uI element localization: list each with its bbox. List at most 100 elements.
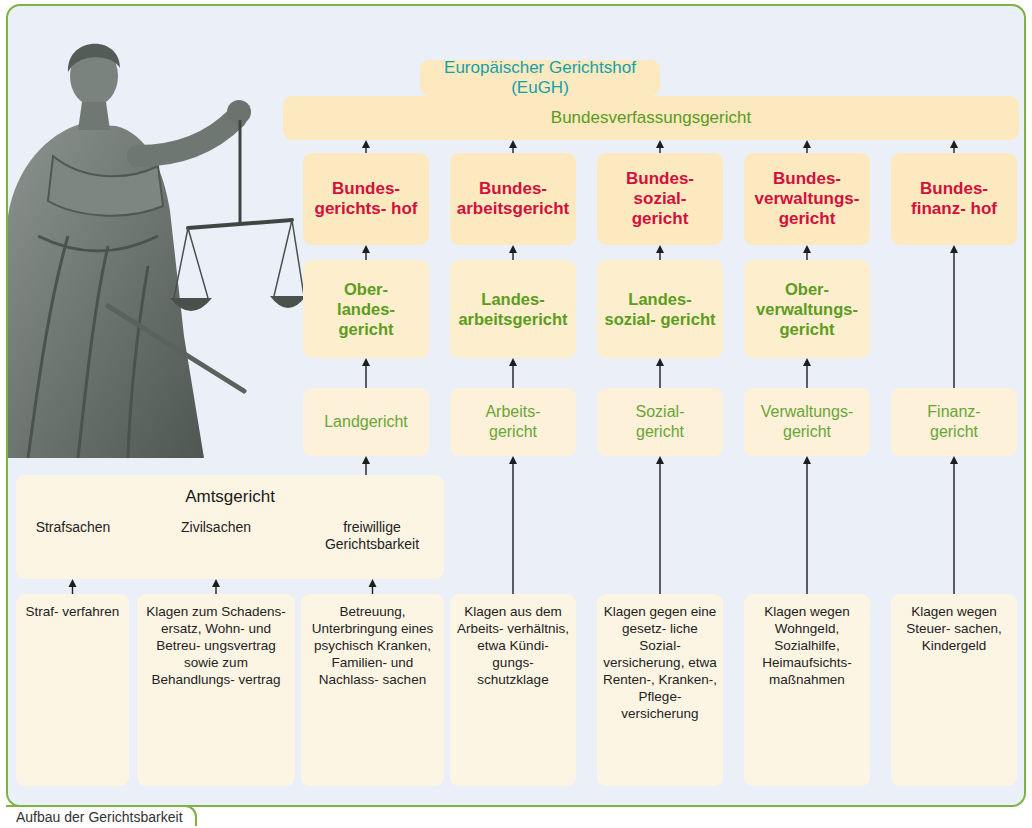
arrow-head [362,245,370,253]
statue-arm [138,118,236,156]
arrow-head [69,579,77,587]
case-type-box: Klagen gegen eine gesetz- liche Sozial- … [597,594,723,786]
court-label: Sozial- gericht [612,402,708,442]
instance-arrow [362,456,370,475]
district-court-box: AmtsgerichtStrafsachen Zivilsachen freiwil… [16,475,444,579]
court-heading: Amtsgericht [16,487,444,507]
state-court-box: Landes- sozial- gericht [597,260,723,358]
state-court-box: Ober- verwaltungs- gericht [744,260,870,358]
court-box: Europäischer Gerichtshof (EuGH) [420,60,660,96]
arrow-line [806,462,807,594]
jurisdiction-label: Strafsachen [18,519,128,536]
arrow-line [953,251,954,388]
arrow-line [365,364,366,388]
court-label: Europäischer Gerichtshof (EuGH) [426,58,654,98]
statue-neck [78,102,110,130]
instance-arrow [509,245,517,260]
case-type-box: Klagen wegen Steuer- sachen, Kindergeld [891,594,1017,786]
instance-arrow [803,358,811,388]
justitia-statue [8,6,308,458]
arrow-line [512,364,513,388]
arrow-head [803,140,811,148]
first-instance-box: Arbeits- gericht [450,388,576,456]
arrow-head [803,358,811,366]
instance-arrow [362,245,370,260]
arrow-line [512,462,513,594]
arrow-head [803,456,811,464]
court-label: Ober- landes- gericht [318,279,414,339]
jurisdiction-label: Zivilsachen [141,519,291,536]
arrow-head [656,456,664,464]
arrow-head [362,358,370,366]
arrow-line [659,462,660,594]
instance-arrow [509,456,517,594]
court-label: Landgericht [318,412,414,432]
court-label: Klagen gegen eine gesetz- liche Sozial- … [602,603,718,722]
arrow-head [369,579,377,587]
statue-sword [108,306,244,391]
federal-court-box: Bundes- gerichts- hof [303,153,429,245]
statue-body [8,124,204,458]
court-label: Landes- sozial- gericht [603,289,717,329]
court-label: Straf- verfahren [26,603,120,620]
arrow-head [950,140,958,148]
instance-arrow [362,140,370,153]
jurisdiction-label: freiwillige Gerichtsbarkeit [302,519,442,553]
scale-pan-right [270,296,306,308]
instance-arrow [656,456,664,594]
court-label: Finanz- gericht [906,402,1002,442]
federal-court-box: Bundes- finanz- hof [891,153,1017,245]
court-label: Bundes- gerichts- hof [309,179,423,219]
instance-arrow [950,245,958,388]
figure-caption: Aufbau der Gerichtsbarkeit [6,805,197,826]
instance-arrow [803,456,811,594]
instance-arrow [212,579,220,594]
court-label: Bundes- verwaltungs- gericht [750,169,864,229]
arrow-head [656,358,664,366]
instance-arrow [950,456,958,594]
arrow-head [656,140,664,148]
first-instance-box: Finanz- gericht [891,388,1017,456]
first-instance-box: Landgericht [303,388,429,456]
court-label: Bundes- finanz- hof [897,179,1011,219]
instance-arrow [950,140,958,153]
court-label: Verwaltungs- gericht [759,402,855,442]
instance-arrow [69,579,77,594]
arrow-line [953,462,954,594]
arrow-line [806,364,807,388]
arrow-head [656,245,664,253]
state-court-box: Landes- arbeitsgericht [450,260,576,358]
instance-arrow [656,140,664,153]
instance-arrow [803,245,811,260]
instance-arrow [509,140,517,153]
scale-beam [188,220,292,228]
court-label: Arbeits- gericht [465,402,561,442]
instance-arrow [656,358,664,388]
court-label: Klagen zum Schadens- ersatz, Wohn- und B… [142,603,290,688]
scale-pan-left [170,298,212,311]
arrow-head [362,140,370,148]
court-label: Ober- verwaltungs- gericht [750,279,864,339]
first-instance-box: Verwaltungs- gericht [744,388,870,456]
arrow-head [950,245,958,253]
first-instance-box: Sozial- gericht [597,388,723,456]
court-label: Landes- arbeitsgericht [456,289,570,329]
arrow-head [950,456,958,464]
court-label: Bundes- sozial- gericht [603,169,717,229]
federal-court-box: Bundes- verwaltungs- gericht [744,153,870,245]
case-type-box: Klagen zum Schadens- ersatz, Wohn- und B… [137,594,295,786]
arrow-line [659,364,660,388]
arrow-head [803,245,811,253]
arrow-head [509,140,517,148]
case-type-box: Betreuung, Unterbringung eines psychisch… [301,594,444,786]
case-type-box: Straf- verfahren [16,594,129,786]
court-label: Klagen wegen Steuer- sachen, Kindergeld [896,603,1012,654]
court-label: Betreuung, Unterbringung eines psychisch… [306,603,439,688]
instance-arrow [369,579,377,594]
court-label: Bundesverfassungsgericht [551,108,751,128]
instance-arrow [656,245,664,260]
case-type-box: Klagen wegen Wohngeld, Sozialhilfe, Heim… [744,594,870,786]
arrow-head [362,456,370,464]
court-band: Bundesverfassungsgericht [283,96,1019,140]
